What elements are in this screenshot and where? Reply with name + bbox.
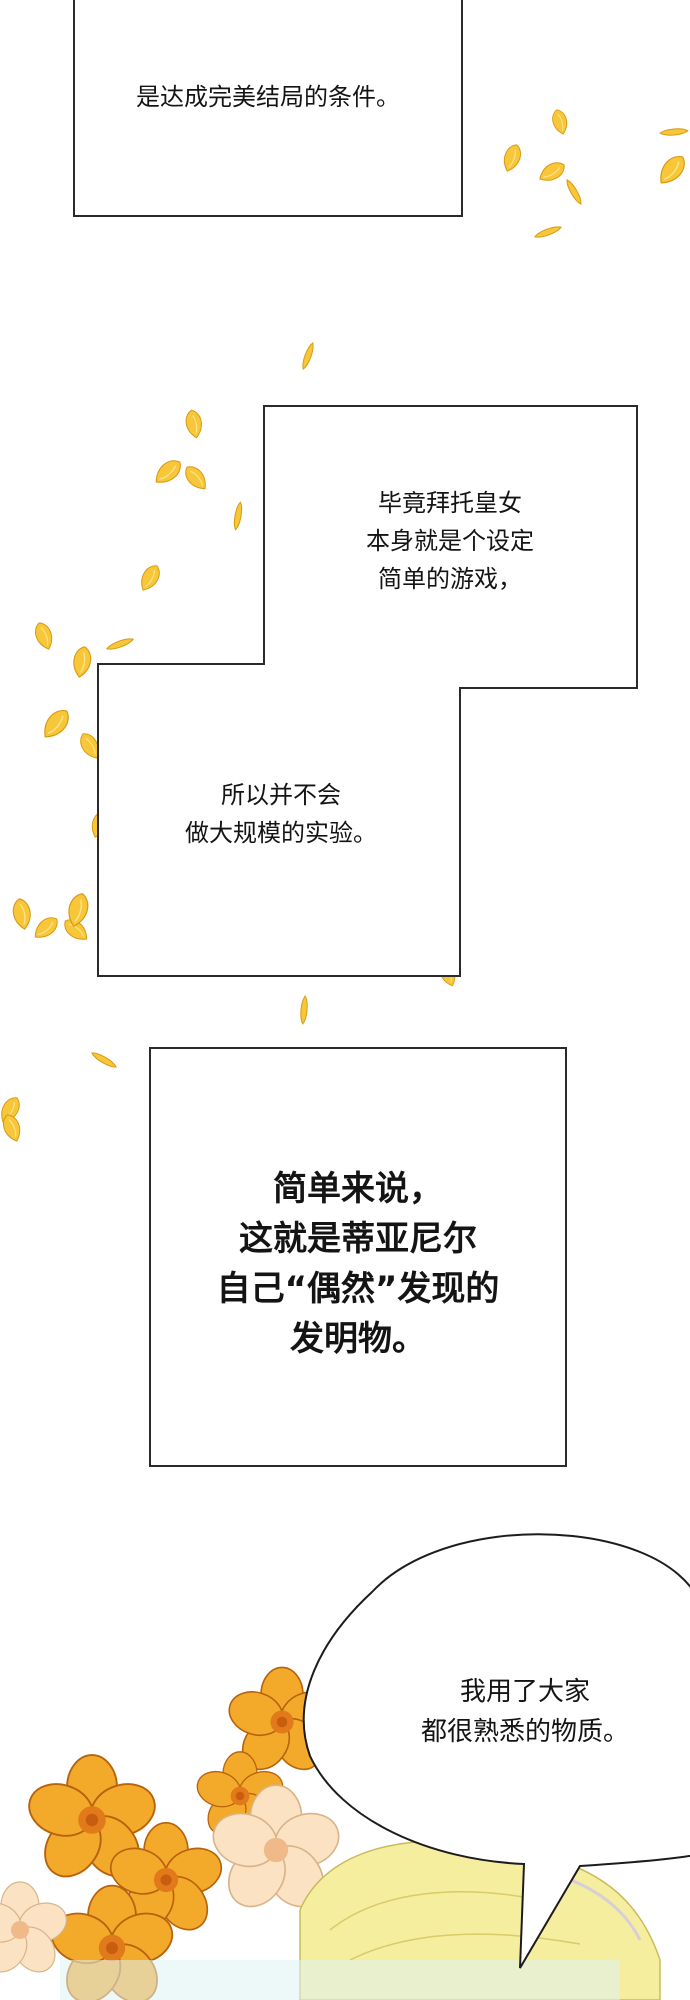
caption-line: 自己“偶然”发现的 (216, 1269, 500, 1309)
caption-line: 发明物。 (290, 1319, 426, 1359)
speech-line: 我用了大家 (459, 1677, 590, 1707)
caption-line: 是达成完美结局的条件。 (136, 83, 400, 111)
caption-line: 简单的游戏， (378, 565, 522, 593)
speech-bubble-text: 我用了大家 都很熟悉的物质。 (380, 1672, 670, 1752)
caption-invention: 简单来说， 这就是蒂亚尼尔 自己“偶然”发现的 发明物。 (152, 1164, 564, 1364)
speech-line: 都很熟悉的物质。 (420, 1717, 629, 1747)
caption-line: 毕竟拜托皇女 (378, 489, 522, 517)
caption-line: 这就是蒂亚尼尔 (239, 1219, 477, 1259)
caption-perfect-ending: 是达成完美结局的条件。 (76, 80, 460, 115)
caption-simple-game: 毕竟拜托皇女 本身就是个设定 简单的游戏， (300, 484, 600, 598)
caption-small-experiment: 所以并不会 做大规模的实验。 (120, 776, 442, 852)
caption-line: 做大规模的实验。 (185, 819, 377, 847)
caption-line: 本身就是个设定 (366, 527, 534, 555)
caption-line: 所以并不会 (221, 781, 341, 809)
caption-line: 简单来说， (273, 1169, 443, 1209)
